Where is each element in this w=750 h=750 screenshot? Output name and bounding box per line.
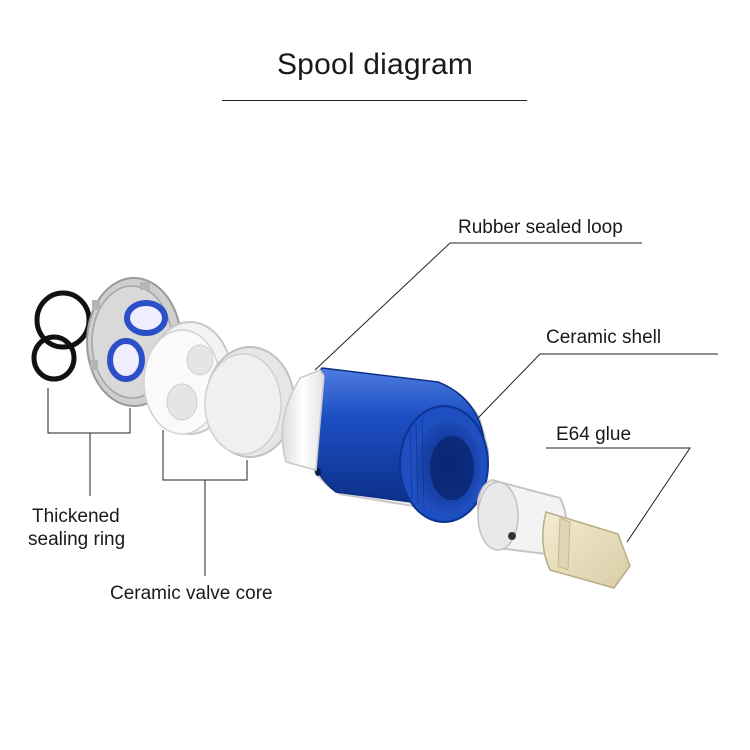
- title-underline: [222, 100, 527, 101]
- label-ceramic-shell: Ceramic shell: [546, 327, 662, 348]
- diagram-title: Spool diagram: [276, 48, 474, 81]
- leader-rubber-sealed-loop: [314, 242, 642, 371]
- label-ceramic-valve-core: Ceramic valve core: [110, 583, 273, 604]
- ceramic-disc-lower-part: [204, 346, 295, 458]
- label-e64-glue: E64 glue: [556, 424, 632, 445]
- leader-e64-glue: [546, 447, 691, 543]
- black-gasket-part: [31, 290, 92, 382]
- label-thickened-line2: sealing ring: [28, 529, 126, 550]
- blue-sealing-ring-part: [107, 300, 168, 382]
- label-thickened-line1: Thickened: [32, 506, 120, 527]
- leader-ceramic-shell: [477, 353, 718, 419]
- leader-thickened-sealing-ring: [47, 388, 131, 434]
- blue-cartridge-part: [298, 367, 490, 523]
- glue-stem-part: [542, 511, 631, 589]
- leader-lines: [47, 242, 718, 576]
- label-rubber-sealed-loop: Rubber sealed loop: [458, 217, 623, 238]
- white-sealed-loop-part: [281, 369, 325, 471]
